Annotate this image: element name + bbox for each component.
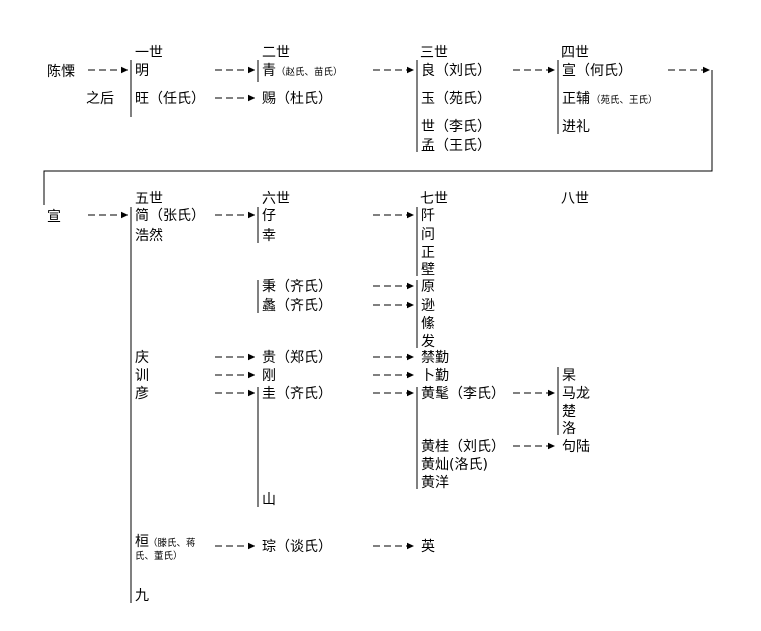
person-xing: 幸 (262, 228, 276, 244)
person-qing-wives: （赵氏、苗氏） (276, 66, 343, 78)
person-jinqin: 禁勤 (421, 350, 449, 366)
person-buqin: 卜勤 (421, 368, 449, 384)
person-wen: 问 (421, 227, 435, 243)
person-li: 蠡（齐氏） (262, 297, 332, 314)
person-wang: 旺（任氏） (135, 91, 205, 107)
header-gen-3: 三世 (420, 45, 448, 61)
ancestor-suffix: 之后 (86, 91, 114, 107)
person-zhengfu: 正辅 (562, 91, 590, 107)
person-gang: 刚 (262, 368, 276, 384)
person-julu: 句陆 (562, 439, 590, 455)
header-gen-5: 五世 (135, 191, 163, 207)
person-haoran: 浩然 (135, 227, 163, 244)
person-tiao: 絛 (421, 316, 435, 332)
ancestor-name: 陈慄 (47, 63, 75, 80)
person-zhengfu-wives: （苑氏、王氏） (591, 94, 658, 106)
person-liang: 良（刘氏） (421, 63, 491, 79)
header-gen-8: 八世 (561, 191, 589, 207)
person-zheng: 正 (421, 245, 435, 261)
person-qian: 阡 (421, 208, 435, 224)
person-gui: 贵（郑氏） (262, 350, 332, 366)
person-yuan: 原 (421, 279, 435, 295)
person-gao: 杲 (562, 368, 576, 384)
person-yan: 彦 (135, 386, 149, 402)
person-jiu: 九 (135, 588, 149, 604)
person-huan-wives-2: 氏、董氏） (135, 550, 183, 562)
person-shan: 山 (262, 492, 276, 508)
header-gen-4: 四世 (561, 45, 589, 61)
person-cong: 琮（谈氏） (262, 539, 332, 555)
person-huangcan: 黄灿(洛氏) (421, 456, 488, 473)
person-zi: 仔 (262, 208, 276, 224)
person-ming: 明 (135, 63, 149, 79)
person-huangyang: 黄洋 (421, 474, 449, 491)
person-bing: 秉（齐氏） (262, 279, 332, 295)
person-gui2: 圭（齐氏） (262, 386, 332, 402)
person-xun7: 逊 (421, 298, 435, 314)
person-xuan-start: 宣 (47, 209, 61, 225)
person-qing: 青 (262, 63, 276, 79)
person-ci: 赐（杜氏） (262, 91, 332, 107)
header-gen-2: 二世 (262, 45, 290, 61)
person-jinli: 进礼 (562, 119, 590, 135)
person-qing5: 庆 (135, 350, 149, 366)
header-gen-7: 七世 (420, 191, 448, 207)
person-huangmao: 黄髦（李氏） (421, 385, 505, 402)
person-huanggui: 黄桂（刘氏） (421, 438, 505, 455)
person-luo: 洛 (562, 421, 576, 437)
person-jian: 简（张氏） (135, 207, 205, 224)
person-xun: 训 (135, 368, 149, 384)
row-connector (43, 70, 713, 205)
person-fa: 发 (421, 334, 435, 350)
person-chu: 楚 (562, 404, 576, 420)
person-shi: 世（李氏） (421, 119, 491, 135)
person-malong: 马龙 (562, 386, 590, 402)
person-huan: 桓 (135, 534, 149, 550)
person-yu: 玉（苑氏） (421, 91, 491, 107)
header-gen-6: 六世 (262, 191, 290, 207)
person-huan-wives-1: （滕氏、蒋 (148, 537, 196, 549)
person-bi: 壁 (421, 262, 435, 278)
header-gen-1: 一世 (135, 45, 163, 61)
person-ying: 英 (421, 538, 435, 555)
person-meng: 孟（王氏） (421, 138, 491, 154)
person-xuan: 宣（何氏） (562, 63, 632, 79)
